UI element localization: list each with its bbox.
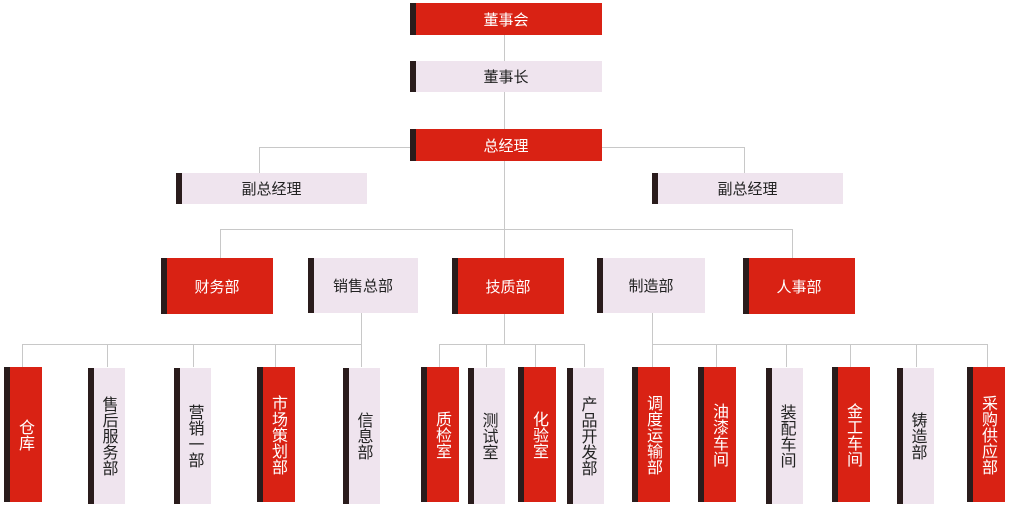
node-chairman[interactable]: 董事长 — [410, 61, 602, 92]
node-dept-finance[interactable]: 财务部 — [161, 258, 273, 314]
connector-sales-down — [361, 313, 362, 367]
connector-gm-departments — [504, 161, 505, 258]
node-unit-market-planning-label: 市场策划部 — [269, 394, 288, 475]
node-unit-marketing-1-label: 营销一部 — [185, 404, 205, 468]
connector-mfg-u3 — [786, 344, 787, 367]
connector-mfg-u5 — [916, 344, 917, 367]
node-dept-sales[interactable]: 销售总部 — [308, 258, 418, 313]
node-dept-quality[interactable]: 技质部 — [452, 258, 564, 314]
connector-quality-horizontal — [439, 344, 585, 345]
connector-quality-u2 — [486, 344, 487, 367]
node-unit-inspection[interactable]: 质检室 — [421, 367, 459, 502]
connector-quality-u1 — [439, 344, 440, 367]
node-unit-lab[interactable]: 化验室 — [518, 367, 556, 502]
connector-vp-right — [744, 147, 745, 173]
node-unit-dispatch-label: 调度运输部 — [644, 394, 663, 475]
connector-mfg-u6 — [987, 344, 988, 367]
node-unit-assembly-label: 装配车间 — [777, 404, 797, 468]
node-unit-information[interactable]: 信息部 — [343, 368, 380, 504]
connector-sales-u4 — [275, 344, 276, 367]
node-unit-paint-shop-label: 油漆车间 — [710, 402, 729, 467]
node-vp-right-label: 副总经理 — [717, 180, 778, 198]
connector-board-chairman — [504, 34, 505, 61]
node-unit-metalwork-label: 金工车间 — [844, 402, 863, 467]
connector-departments-horizontal — [220, 229, 793, 230]
node-unit-procurement[interactable]: 采购供应部 — [967, 367, 1005, 502]
node-unit-product-dev[interactable]: 产品开发部 — [567, 368, 604, 504]
node-unit-information-label: 信息部 — [354, 412, 374, 460]
connector-vp-left — [259, 147, 260, 173]
connector-mfg-u2 — [716, 344, 717, 367]
node-dept-hr-label: 人事部 — [776, 277, 822, 296]
node-dept-manufacturing-label: 制造部 — [628, 277, 674, 295]
connector-quality-u3 — [535, 344, 536, 367]
node-unit-assembly[interactable]: 装配车间 — [766, 368, 803, 504]
connector-quality-down — [504, 313, 505, 344]
connector-mfg-u4 — [850, 344, 851, 367]
node-unit-warehouse-label: 仓库 — [16, 418, 35, 451]
connector-sales-u3 — [193, 344, 194, 367]
node-dept-manufacturing[interactable]: 制造部 — [597, 258, 705, 313]
connector-sales-u2 — [107, 344, 108, 367]
node-dept-hr[interactable]: 人事部 — [743, 258, 855, 314]
connector-quality-u4 — [584, 344, 585, 367]
node-unit-dispatch[interactable]: 调度运输部 — [632, 367, 670, 502]
node-chairman-label: 董事长 — [483, 68, 529, 86]
node-unit-testing[interactable]: 测试室 — [468, 368, 505, 504]
connector-mfg-down — [652, 313, 653, 367]
node-unit-casting[interactable]: 铸造部 — [897, 368, 934, 504]
connector-dept-hr — [792, 229, 793, 258]
node-unit-metalwork[interactable]: 金工车间 — [832, 367, 870, 502]
node-unit-product-dev-label: 产品开发部 — [578, 396, 598, 476]
node-dept-sales-label: 销售总部 — [332, 277, 393, 295]
node-unit-inspection-label: 质检室 — [433, 410, 452, 459]
node-unit-procurement-label: 采购供应部 — [979, 394, 998, 475]
node-general-manager-label: 总经理 — [483, 136, 529, 155]
node-board-label: 董事会 — [483, 10, 529, 29]
node-general-manager[interactable]: 总经理 — [410, 129, 602, 161]
node-vp-left[interactable]: 副总经理 — [176, 173, 367, 204]
node-unit-paint-shop[interactable]: 油漆车间 — [698, 367, 736, 502]
node-unit-after-sales[interactable]: 售后服务部 — [88, 368, 125, 504]
connector-mfg-horizontal — [652, 344, 988, 345]
node-unit-after-sales-label: 售后服务部 — [99, 396, 119, 476]
connector-dept-finance — [220, 229, 221, 258]
node-unit-warehouse[interactable]: 仓库 — [4, 367, 42, 502]
node-unit-marketing-1[interactable]: 营销一部 — [174, 368, 211, 504]
node-dept-finance-label: 财务部 — [194, 277, 240, 296]
node-board[interactable]: 董事会 — [410, 3, 602, 35]
connector-chairman-gm — [504, 92, 505, 129]
node-vp-right[interactable]: 副总经理 — [652, 173, 843, 204]
node-unit-casting-label: 铸造部 — [908, 412, 928, 460]
connector-sales-horizontal — [22, 344, 362, 345]
node-dept-quality-label: 技质部 — [485, 277, 531, 296]
connector-sales-u1 — [22, 344, 23, 367]
node-unit-testing-label: 测试室 — [479, 412, 499, 460]
node-unit-lab-label: 化验室 — [530, 410, 549, 459]
node-unit-market-planning[interactable]: 市场策划部 — [257, 367, 295, 502]
node-vp-left-label: 副总经理 — [241, 180, 302, 198]
